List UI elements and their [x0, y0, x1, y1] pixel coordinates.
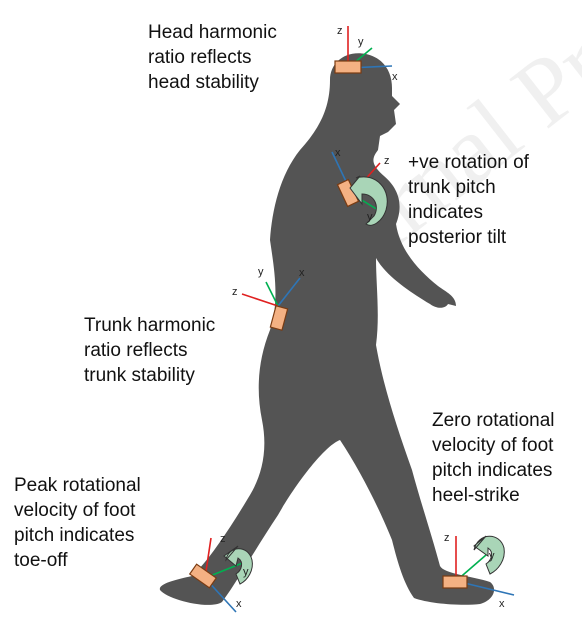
- head-x-label: x: [392, 71, 398, 83]
- callout-line: trunk pitch: [408, 175, 529, 200]
- trunk-pitch-callout: +ve rotation of trunk pitch indicates po…: [408, 150, 529, 250]
- callout-line: pitch indicates: [432, 458, 555, 483]
- callout-line: trunk stability: [84, 363, 215, 388]
- callout-line: Zero rotational: [432, 408, 555, 433]
- left-foot-z-label: z: [220, 533, 226, 545]
- right-foot-y-label: y: [489, 550, 495, 562]
- head-sensor: [335, 61, 361, 73]
- callout-line: Peak rotational: [14, 473, 141, 498]
- right-foot-z-label: z: [444, 532, 450, 544]
- callout-line: posterior tilt: [408, 225, 529, 250]
- head-y-label: y: [358, 36, 364, 48]
- heel-strike-callout: Zero rotational velocity of foot pitch i…: [432, 408, 555, 508]
- head-z-label: z: [337, 25, 343, 37]
- callout-line: head stability: [148, 70, 277, 95]
- callout-line: pitch indicates: [14, 523, 141, 548]
- callout-line: ratio reflects: [148, 45, 277, 70]
- callout-line: indicates: [408, 200, 529, 225]
- callout-line: velocity of foot: [432, 433, 555, 458]
- chest-z-label: z: [384, 155, 390, 167]
- right-foot-sensor: [443, 576, 467, 588]
- trunk-harmonic-callout: Trunk harmonic ratio reflects trunk stab…: [84, 313, 215, 388]
- callout-line: Trunk harmonic: [84, 313, 215, 338]
- left-foot-x-label: x: [236, 598, 242, 610]
- callout-line: velocity of foot: [14, 498, 141, 523]
- callout-line: +ve rotation of: [408, 150, 529, 175]
- pelvis-x-label: x: [299, 267, 305, 279]
- callout-line: toe-off: [14, 548, 141, 573]
- callout-line: Head harmonic: [148, 20, 277, 45]
- right-foot-x-label: x: [499, 598, 505, 610]
- left-foot-y-label: y: [243, 566, 249, 578]
- pelvis-y-label: y: [258, 266, 264, 278]
- chest-y-label: y: [367, 211, 373, 223]
- toe-off-callout: Peak rotational velocity of foot pitch i…: [14, 473, 141, 573]
- callout-line: ratio reflects: [84, 338, 215, 363]
- pelvis-z-label: z: [232, 286, 238, 298]
- head-harmonic-callout: Head harmonic ratio reflects head stabil…: [148, 20, 277, 95]
- callout-line: heel-strike: [432, 483, 555, 508]
- chest-x-label: x: [335, 147, 341, 159]
